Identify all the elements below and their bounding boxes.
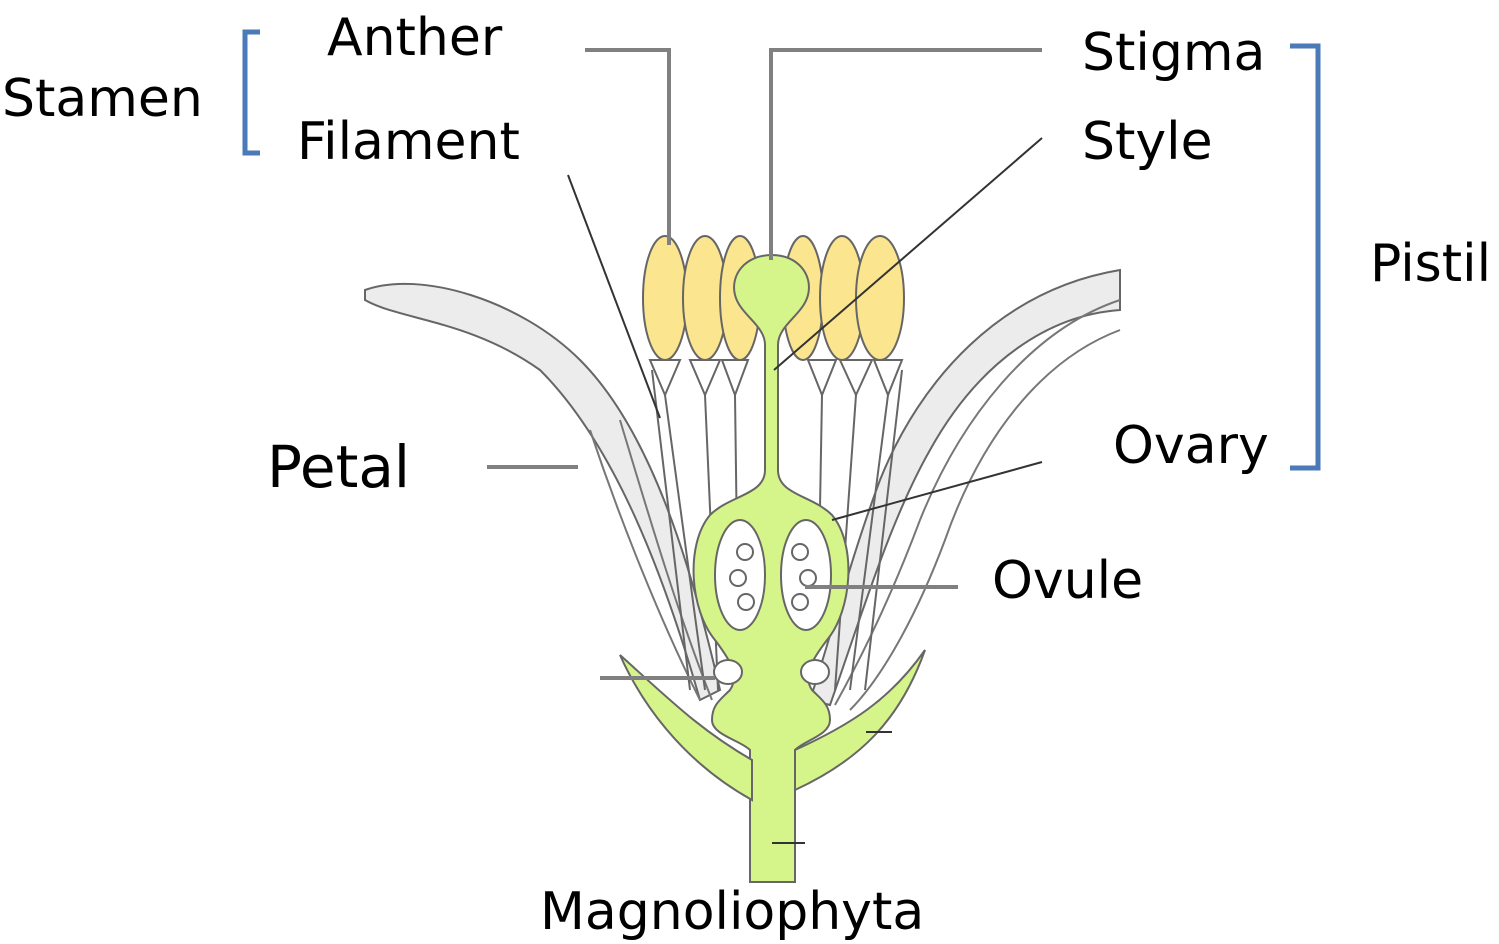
label-style: Style	[1082, 116, 1213, 168]
label-filament: Filament	[297, 116, 520, 168]
label-pistil: Pistil	[1370, 238, 1491, 290]
label-stamen: Stamen	[2, 73, 203, 125]
label-ovary: Ovary	[1113, 420, 1269, 472]
ovary-leader	[832, 462, 1042, 520]
stigma-leader	[771, 50, 1042, 260]
label-ovule: Ovule	[992, 555, 1143, 607]
label-caption: Magnoliophyta	[540, 886, 924, 938]
label-anther: Anther	[327, 12, 502, 64]
stamen-bracket	[245, 32, 260, 153]
label-petal: Petal	[267, 438, 410, 496]
pistil-bracket	[1290, 46, 1318, 468]
anther-leader	[585, 50, 669, 245]
label-stigma: Stigma	[1082, 27, 1265, 79]
